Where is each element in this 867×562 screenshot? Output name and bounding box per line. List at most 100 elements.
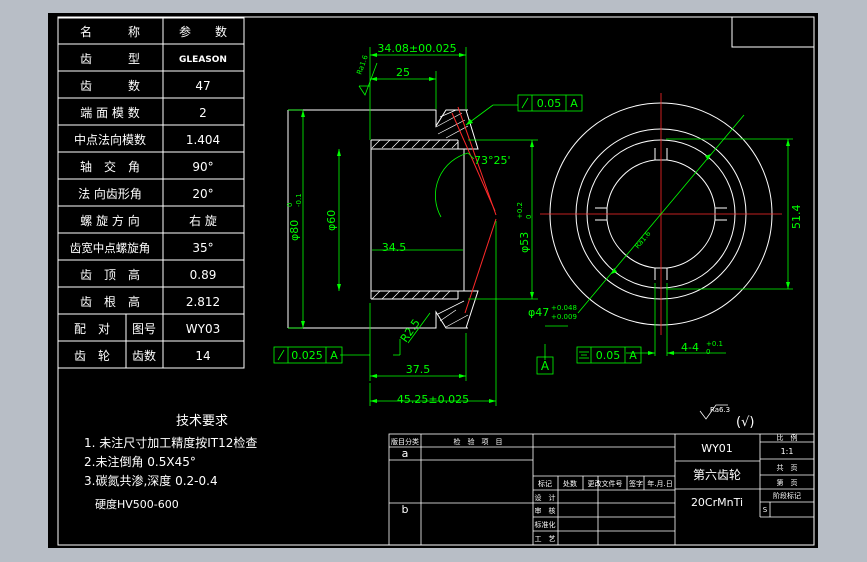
table-header-name: 名 称 [80,24,140,39]
row-value-8: 0.89 [190,268,217,282]
tb-rev-b: b [402,503,409,516]
corner-box [731,16,815,48]
dim-phi47: φ47 [528,306,549,319]
tb-part-name: 第六齿轮 [693,468,741,482]
row-value-4: 90° [192,160,213,174]
dim-phi80-tol2: -0.1 [295,193,303,207]
note-3: 3.碳氮共渗,深度 0.2-0.4 [84,473,218,488]
row-name-4: 轴 交 角 [80,159,140,174]
drawing-svg: 名 称 参 数 齿 型 GLEASON 齿 数 47 端 面 模 数 2 中点法… [57,16,815,546]
tol-frame-top: 0.05 A [517,94,583,112]
dim-phi47-tol2: +0.009 [551,313,577,321]
dim-4x4-tol2: 0 [706,348,710,356]
row-value-7: 35° [192,241,213,255]
tb-sign-4: 年.月.日 [647,479,672,488]
technical-notes: 技术要求 1. 未注尺寸加工精度按IT12检查 2.未注倒角 0.5X45° 3… [84,414,257,511]
parameter-table-text: 名 称 参 数 齿 型 GLEASON 齿 数 47 端 面 模 数 2 中点法… [70,24,227,363]
row-name-5: 法 向齿形角 [78,186,142,201]
tb-sheet-2: 第 页 [777,478,798,487]
parameter-table [57,17,245,369]
notes-title: 技术要求 [176,414,228,429]
section-dimensions [288,47,538,406]
mating-label-2: 齿 轮 [74,349,110,363]
roughness-general-label: Ra6.3 [710,406,730,414]
dim-phi80-tol: 0 [286,203,294,207]
front-dimensions [544,114,793,360]
note-1: 1. 未注尺寸加工精度按IT12检查 [84,435,257,450]
tol-top-ref: A [570,97,578,110]
tol-top-value: 0.05 [537,97,562,110]
tol-left-ref: A [330,349,338,362]
dim-4x4: 4-4 [681,341,699,354]
tb-rev-a: a [402,447,409,460]
mating-sub-2: 齿数 [132,348,156,363]
mating-sub-1: 图号 [132,322,156,336]
row-value-9: 2.812 [186,295,220,309]
section-red-lines [451,106,497,314]
row-name-9: 齿 根 高 [80,294,140,309]
tb-role-1: 审 核 [535,506,556,515]
dim-45-25: 45.25±0.025 [397,393,469,406]
tol-left-value: 0.025 [291,349,323,362]
mating-value-1: WY03 [186,322,220,336]
dim-phi80: φ80 [288,220,301,241]
title-block-text: 版目分类 检 验 项 目 a b 标记 处数 更改文件号 签字 年.月.日 设 … [391,433,801,543]
row-name-8: 齿 顶 高 [80,267,140,282]
row-name-7: 齿宽中点螺旋角 [70,241,151,255]
runout-icon-left [277,349,285,361]
roughness-top-label: Ra1.6 [355,54,370,76]
tol-frame-left: 0.025 A [273,346,343,364]
tb-scale-value: 1:1 [781,447,794,456]
title-block [388,433,815,546]
tb-stage-label: 阶段标记 [773,491,801,500]
tb-sign-2: 更改文件号 [588,479,623,488]
tb-scale-label: 比 例 [777,433,798,442]
dim-34-5: 34.5 [382,241,407,254]
tb-drawing-no: WY01 [701,442,733,455]
drawing-canvas: 名 称 参 数 齿 型 GLEASON 齿 数 47 端 面 模 数 2 中点法… [48,13,818,548]
note-2: 2.未注倒角 0.5X45° [84,454,196,469]
row-name-3: 中点法向模数 [74,132,146,147]
dim-phi47-tol: +0.048 [551,304,577,312]
datum-a: A [536,356,554,375]
front-dim-text: 51.4 φ47 +0.048 +0.009 4-4 +0.1 0 [528,205,803,357]
dim-phi60: φ60 [325,210,338,231]
front-arrows [611,139,790,355]
row-value-5: 20° [192,187,213,201]
mating-value-2: 14 [195,349,210,363]
tb-role-0: 设 计 [535,493,556,502]
symmetry-icon [579,351,589,359]
datum-a-label: A [541,359,550,373]
dim-r2-5: R2.5 [398,317,423,345]
tol-frame-symmetry: 0.05 A [576,346,642,364]
dim-phi53-tol2: 0 [525,215,533,219]
dim-angle: 73°25' [474,154,511,167]
roughness-general-paren: (√) [736,415,754,430]
section-hatch [371,109,469,328]
roughness-top [358,62,378,96]
section-view [287,109,479,329]
dim-phi53: φ53 [518,232,531,253]
row-value-1: 47 [195,79,210,93]
tb-role-3: 工 艺 [535,535,556,543]
dim-51-4: 51.4 [790,205,803,230]
row-name-2: 端 面 模 数 [80,105,139,120]
sym-tol-value: 0.05 [596,349,621,362]
note-4: 硬度HV500-600 [84,497,179,511]
tb-sign-1: 处数 [563,479,577,488]
row-value-6: 右 旋 [189,213,217,228]
section-arrows [301,53,534,403]
tb-sign-3: 签字 [629,479,643,488]
row-name-6: 螺 旋 方 向 [80,213,139,228]
tb-material: 20CrMnTi [691,496,743,509]
roughness-mid-label: Ra1.6 [633,229,652,250]
tb-sign-0: 标记 [538,479,552,488]
dim-phi53-tol: +0.2 [516,202,524,219]
table-header-value: 参 数 [179,24,227,39]
row-name-1: 齿 数 [80,78,140,93]
row-value-2: 2 [199,106,207,120]
roughness-general: Ra6.3 (√) [699,404,754,430]
row-name-0: 齿 型 [80,52,140,66]
tb-role-2: 标准化 [535,520,556,529]
dim-37-5: 37.5 [406,363,431,376]
